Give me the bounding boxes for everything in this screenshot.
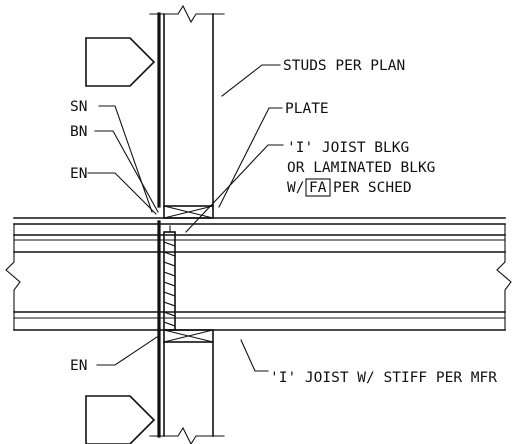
- sole-plate: [163, 205, 214, 219]
- bn-note: BN: [70, 124, 87, 140]
- fastener-callout-box: [305, 178, 331, 197]
- leaders: [87, 64, 284, 372]
- joist-top-flange: [13, 234, 506, 253]
- en-bottom-note: EN: [70, 358, 87, 374]
- break-line-icon: [149, 4, 225, 24]
- en-top-note: EN: [70, 166, 87, 182]
- studs-per-plan-note: STUDS PER PLAN: [283, 58, 405, 74]
- break-line-icon: [496, 223, 512, 331]
- joist-blocking: [157, 220, 176, 332]
- sn-note: SN: [70, 99, 87, 115]
- fastener-callout: FA: [309, 180, 327, 196]
- joist-bottom-flange: [13, 311, 506, 331]
- blkg-note-line1: 'I' JOIST BLKG: [287, 140, 409, 156]
- i-joist-note: 'I' JOIST W/ STIFF PER MFR: [270, 370, 497, 386]
- upper-wall: [149, 4, 225, 208]
- break-line-icon: [5, 223, 21, 331]
- bottom-plate: [163, 329, 214, 343]
- section-arrow-icon: [85, 395, 156, 444]
- blkg-note-line2: OR LAMINATED BLKG: [287, 160, 435, 176]
- floor-sheathing: [13, 217, 506, 225]
- section-arrow-icon: [85, 37, 156, 87]
- blkg-note-line3-prefix: W/: [287, 180, 304, 196]
- break-line-icon: [149, 426, 225, 444]
- lower-wall: [149, 328, 225, 444]
- plate-note: PLATE: [285, 101, 329, 117]
- blkg-note-line3-suffix: PER SCHED: [333, 180, 412, 196]
